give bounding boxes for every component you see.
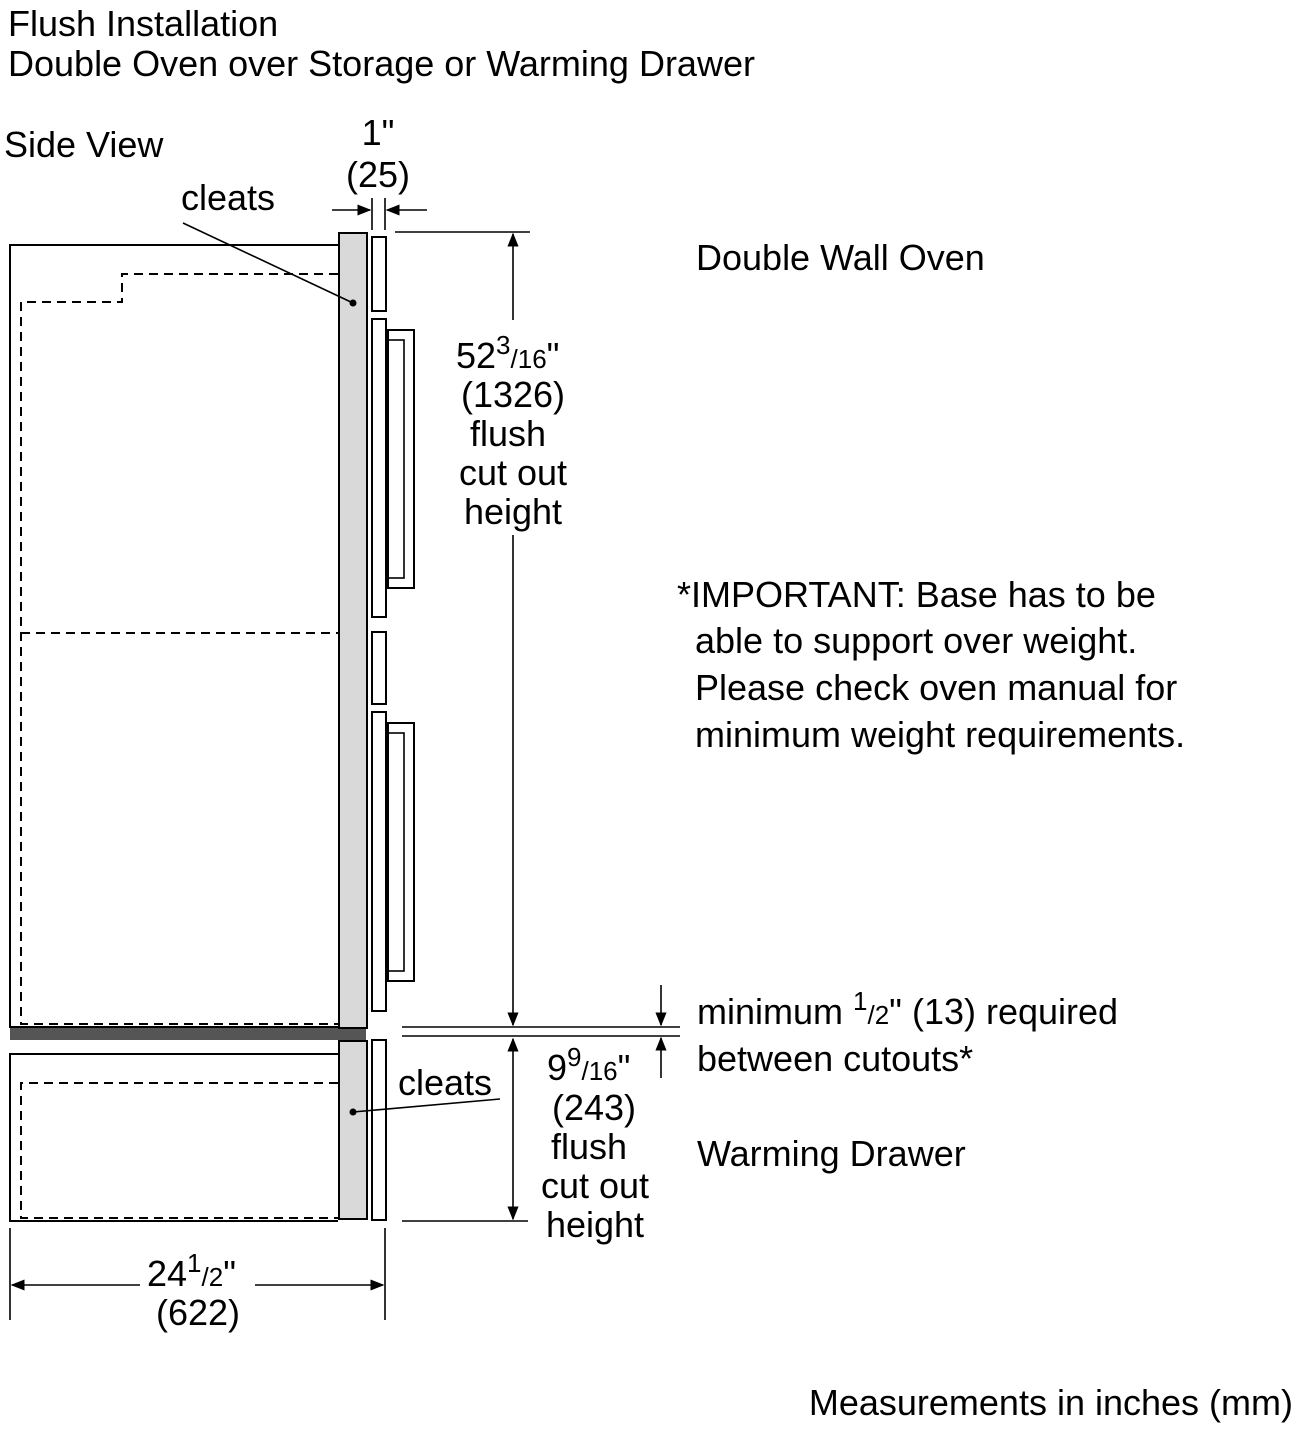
cleat-depth-dimension: 1" (25) [332, 112, 427, 230]
gap-suffix: " (13) required [889, 991, 1118, 1032]
drawer-height-dimension: 99/16" (243) flush cut out height [402, 1037, 649, 1245]
oven-height-num: 3 [496, 330, 510, 360]
lower-oven-handle [387, 722, 415, 982]
lower-cabinet [9, 1053, 338, 1222]
oven-height-whole: 52 [456, 335, 496, 376]
oven-height-mm: (1326) [461, 374, 565, 415]
gap-label-line1: minimum 1/2" (13) required [697, 986, 1118, 1032]
gap-dimension: minimum 1/2" (13) required between cutou… [402, 985, 1118, 1079]
drawer-height-unit: " [618, 1047, 631, 1088]
warming-drawer-label: Warming Drawer [697, 1133, 966, 1174]
diagram-subtitle: Double Oven over Storage or Warming Draw… [8, 43, 755, 84]
drawer-height-inches: 99/16" [547, 1042, 630, 1088]
lower-oven-door [371, 711, 387, 1012]
drawer-height-den: /16 [582, 1056, 618, 1086]
drawer-height-whole: 9 [547, 1047, 567, 1088]
upper-cabinet-hidden-outline [20, 273, 338, 1025]
oven-height-unit: " [547, 335, 560, 376]
important-note: *IMPORTANT: Base has to be able to suppo… [677, 574, 1185, 755]
lower-cleat [338, 1040, 368, 1220]
oven-height-dimension: 523/16" (1326) flush cut out height [395, 231, 567, 1027]
cleat-depth-mm: (25) [346, 154, 410, 195]
double-wall-oven-label: Double Wall Oven [696, 237, 985, 278]
oven-height-line2: cut out [459, 452, 567, 493]
cabinet-depth-inches: 241/2" [147, 1248, 236, 1294]
view-label: Side View [4, 124, 164, 165]
cleats-top-label: cleats [181, 177, 275, 218]
cutout-separator [10, 1028, 366, 1040]
upper-oven-door [371, 318, 387, 618]
lower-cabinet-hidden-outline [20, 1082, 338, 1219]
drawer-height-line2: cut out [541, 1165, 649, 1206]
note-line4: minimum weight requirements. [695, 714, 1185, 755]
note-line3: Please check oven manual for [695, 667, 1177, 708]
double-wall-oven-front [371, 236, 415, 1012]
cleats-bottom-label: cleats [398, 1062, 492, 1103]
warming-drawer-front [371, 1039, 387, 1221]
cleat-bottom-leader [352, 1098, 501, 1113]
cabinet-depth-dimension: 241/2" (622) [9, 1228, 386, 1333]
cabinet-depth-num: 1 [187, 1248, 201, 1278]
oven-height-line1: flush [470, 413, 546, 454]
measurement-units-note: Measurements in inches (mm) [809, 1382, 1293, 1423]
upper-cleat [338, 232, 368, 1029]
upper-oven-handle [387, 329, 415, 589]
diagram-title: Flush Installation [8, 3, 278, 44]
oven-height-inches: 523/16" [456, 330, 559, 376]
oven-middle-panel [371, 631, 387, 705]
gap-label-line2: between cutouts* [697, 1038, 973, 1079]
cabinet-depth-mm: (622) [156, 1292, 240, 1333]
oven-control-panel [371, 236, 387, 312]
note-line1: *IMPORTANT: Base has to be [677, 574, 1156, 615]
oven-height-den: /16 [511, 344, 547, 374]
drawer-height-mm: (243) [552, 1087, 636, 1128]
cabinet-depth-unit: " [223, 1253, 236, 1294]
gap-den: /2 [867, 1000, 889, 1030]
drawer-height-num: 9 [567, 1042, 581, 1072]
upper-cabinet [9, 244, 338, 1028]
cleat-top-leader [182, 222, 354, 304]
gap-num: 1 [853, 986, 867, 1016]
cabinet-depth-den: /2 [202, 1262, 224, 1292]
lower-oven-handle-inner [387, 732, 405, 972]
note-line2: able to support over weight. [695, 620, 1137, 661]
gap-prefix: minimum [697, 991, 853, 1032]
drawer-height-line3: height [546, 1204, 644, 1245]
cabinet-depth-whole: 24 [147, 1253, 187, 1294]
cleat-depth-inches: 1" [362, 112, 395, 153]
drawer-height-line1: flush [551, 1126, 627, 1167]
oven-height-line3: height [464, 491, 562, 532]
upper-oven-handle-inner [387, 339, 405, 579]
